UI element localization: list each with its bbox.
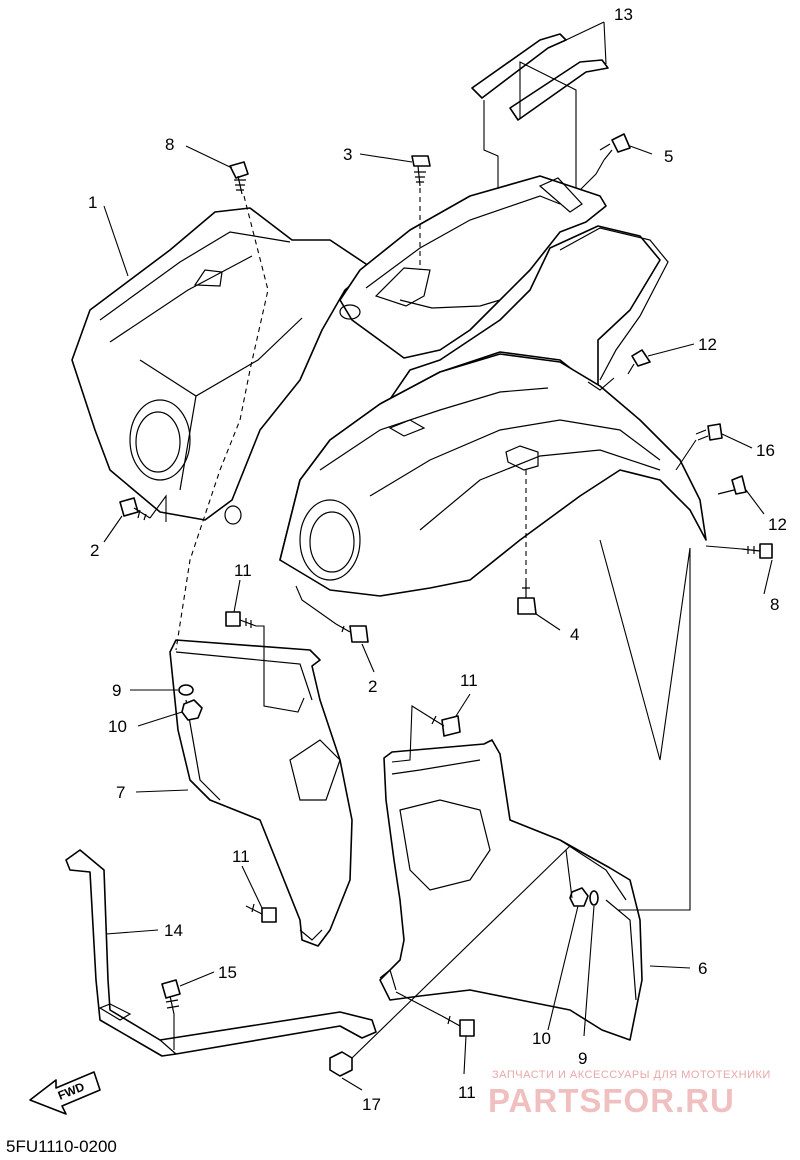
callout-9-right: 9	[578, 1049, 587, 1068]
part-1-front-fender	[71, 207, 373, 525]
callout-8-lower: 8	[770, 595, 779, 614]
part-5-clip	[599, 133, 631, 161]
diagram-code: 5FU1110-0200	[6, 1137, 117, 1156]
callout-2-left: 2	[90, 541, 99, 560]
callout-8-upper: 8	[165, 135, 174, 154]
part-14-bracket	[65, 849, 377, 1057]
part-6-right-inner-panel	[379, 739, 643, 1041]
watermark-tagline: ЗАПЧАСТИ И АКСЕССУАРЫ ДЛЯ МОТОТЕХНИКИ	[492, 1069, 771, 1081]
assembly-line-2-left	[149, 494, 167, 522]
callout-12-lower: 12	[768, 515, 787, 534]
part-4-screw	[517, 580, 537, 615]
part-12-clip-upper	[627, 349, 651, 375]
part-9-washer-right	[589, 890, 599, 906]
part-10-nut-right	[569, 887, 589, 907]
part-8-bolt-lower	[741, 543, 773, 559]
callout-7: 7	[116, 783, 125, 802]
assembly-line-11b	[391, 705, 429, 763]
callout-13: 13	[614, 5, 633, 24]
callout-labels: 13 8 3 5 1 12 16 12 2 8 4 11 2 9 10 11 7…	[88, 5, 787, 1114]
assembly-line-16	[675, 439, 697, 471]
assembly-line-11a	[256, 625, 305, 713]
callout-4: 4	[570, 625, 579, 644]
callout-6: 6	[698, 959, 707, 978]
part-11-bolt-b	[427, 715, 461, 737]
callout-11-d: 11	[458, 1083, 476, 1102]
callout-11-b: 11	[460, 671, 478, 690]
part-15-bolt	[161, 979, 181, 1015]
part-16-bolt	[695, 423, 723, 441]
callout-12-upper: 12	[698, 335, 717, 354]
callout-17: 17	[362, 1095, 381, 1114]
fwd-arrow: FWD	[29, 1071, 101, 1115]
watermark: ЗАПЧАСТИ И АКСЕССУАРЫ ДЛЯ МОТОТЕХНИКИ PA…	[488, 1069, 771, 1119]
callout-15: 15	[218, 963, 237, 982]
part-9-washer-left	[178, 684, 194, 696]
callout-11-c: 11	[232, 847, 250, 866]
part-12-clip-lower	[717, 475, 747, 495]
callout-10-right: 10	[532, 1029, 551, 1048]
assembly-line-11d	[395, 991, 443, 1017]
part-11-bolt-c	[245, 903, 277, 923]
assembly-line-5	[579, 159, 605, 191]
part-17-nut	[329, 1051, 353, 1077]
part-13-trim-strips	[471, 33, 609, 121]
assembly-line-2-center	[295, 585, 337, 625]
callout-3: 3	[343, 145, 352, 164]
assembly-line-12b	[587, 377, 615, 391]
callout-16: 16	[756, 441, 775, 460]
part-11-bolt-a	[225, 611, 257, 628]
callout-9-left: 9	[112, 681, 121, 700]
part-3-bolt	[411, 155, 431, 187]
center-top-cover	[339, 175, 607, 359]
callout-1: 1	[88, 193, 97, 212]
callout-5: 5	[664, 147, 673, 166]
part-11-bolt-d	[441, 1015, 475, 1037]
watermark-brand: PARTSFOR.RU	[488, 1082, 735, 1119]
part-2-bolt-center	[335, 623, 369, 643]
assembly-line-10-right	[565, 849, 573, 899]
callout-2-center: 2	[368, 677, 377, 696]
front-fender-body	[279, 225, 707, 597]
dashed-line-8-upper	[175, 195, 269, 651]
part-2-bolt-left	[119, 497, 151, 521]
callout-11-a: 11	[234, 561, 252, 580]
assembly-line-17	[351, 845, 571, 1059]
leader-lines	[103, 21, 773, 1091]
callout-14: 14	[164, 921, 183, 940]
callout-10-left: 10	[108, 717, 127, 736]
assembly-line-8-lower	[705, 545, 743, 550]
assembly-line-6	[599, 539, 691, 911]
part-7-left-inner-panel	[169, 639, 353, 947]
part-8-bolt-upper	[229, 161, 249, 195]
